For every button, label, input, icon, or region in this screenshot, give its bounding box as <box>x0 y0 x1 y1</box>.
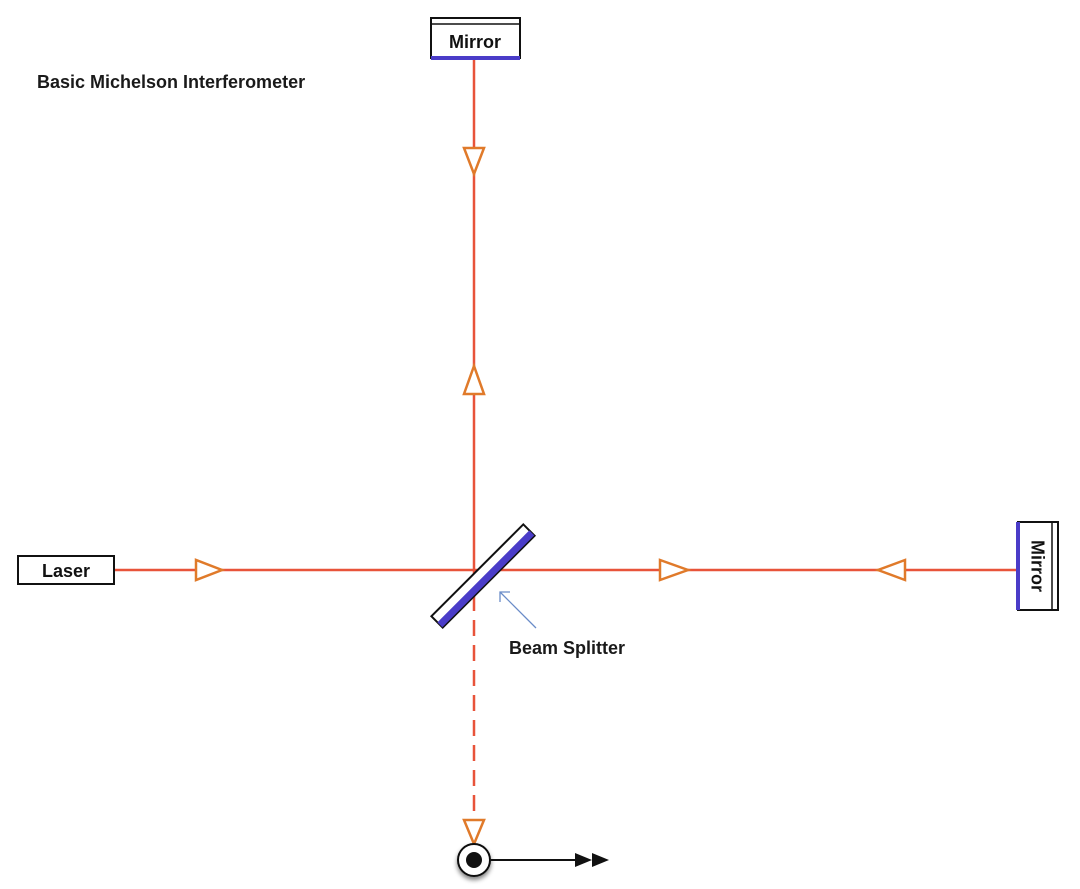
arrow-right-icon <box>194 558 226 582</box>
output-arrow-icon <box>592 853 609 867</box>
detector <box>457 843 609 877</box>
beam-splitter <box>429 522 537 630</box>
beam-splitter-label: Beam Splitter <box>509 638 626 658</box>
top-mirror: Mirror <box>430 17 521 60</box>
right-mirror-label: Mirror <box>1027 540 1047 592</box>
output-arrow-icon <box>575 853 592 867</box>
laser-box: Laser <box>17 555 115 585</box>
splitter-pointer <box>499 591 537 629</box>
arrow-up-icon <box>462 362 486 396</box>
laser-label: Laser <box>42 561 90 581</box>
beam-splitter-surface <box>437 530 535 628</box>
arrow-left-icon <box>874 558 907 582</box>
arrow-down-icon <box>462 818 486 848</box>
diagram-title: Basic Michelson Interferometer <box>37 72 306 92</box>
arrow-down-icon <box>462 146 486 178</box>
arrow-right-icon <box>658 558 692 582</box>
right-mirror: Mirror <box>1016 521 1059 611</box>
top-mirror-label: Mirror <box>449 32 501 52</box>
